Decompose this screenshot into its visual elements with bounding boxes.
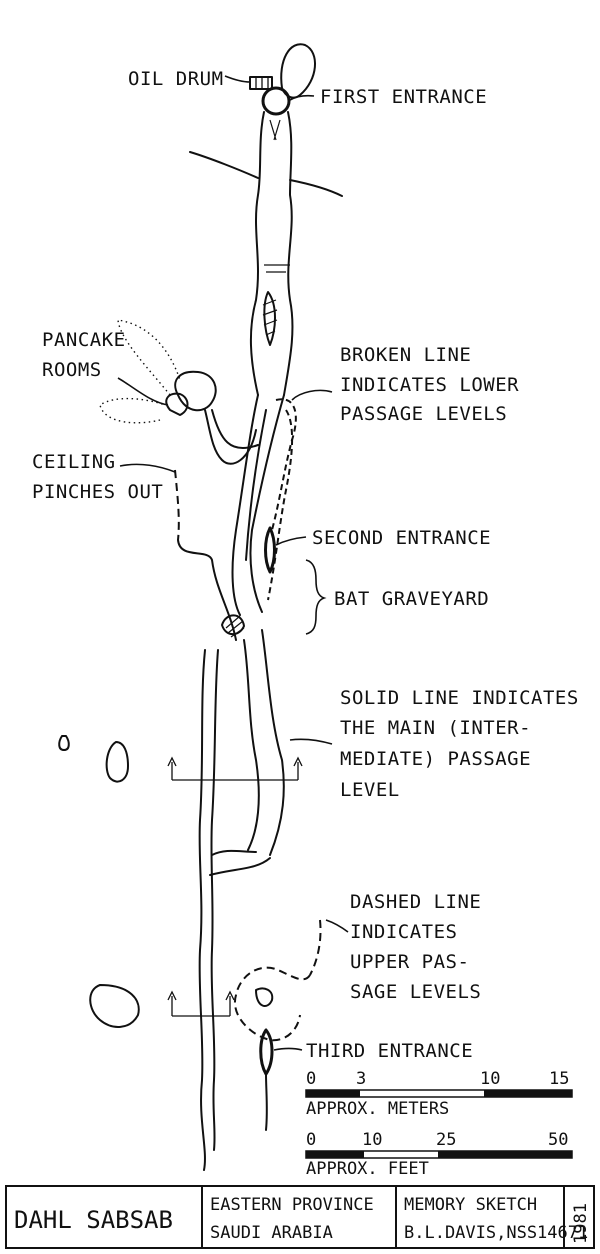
scale-meters-tick-2: 10 xyxy=(480,1069,500,1089)
label-dashed-2: INDICATES xyxy=(350,921,457,943)
scale-meters-tick-3: 15 xyxy=(549,1069,569,1089)
scale-feet-tick-2: 25 xyxy=(436,1130,456,1150)
label-third-entrance: THIRD ENTRANCE xyxy=(306,1040,473,1062)
map-labels: OIL DRUM FIRST ENTRANCE PANCAKE ROOMS BR… xyxy=(32,68,579,1062)
oil-drum-room xyxy=(280,43,317,99)
first-entrance-icon xyxy=(261,86,291,116)
scale-feet-tick-3: 50 xyxy=(548,1130,568,1150)
first-entrance-area xyxy=(249,43,317,116)
year: 1981 xyxy=(571,1203,591,1244)
label-ceiling-1: CEILING xyxy=(32,451,116,473)
bat-graveyard-brace xyxy=(305,559,327,635)
third-entrance-icon xyxy=(259,1028,274,1076)
upper-main-passage xyxy=(189,111,343,396)
scale-feet-fill-2 xyxy=(438,1151,572,1158)
label-broken-1: BROKEN LINE xyxy=(340,344,471,366)
isolated-features xyxy=(58,735,140,1028)
label-solid-4: LEVEL xyxy=(340,779,400,801)
label-solid-1: SOLID LINE INDICATES xyxy=(340,687,579,709)
label-broken-2: INDICATES LOWER xyxy=(340,374,519,396)
hatched-block-1 xyxy=(263,291,276,346)
label-pancake-1: PANCAKE xyxy=(42,329,126,351)
label-dashed-4: SAGE LEVELS xyxy=(350,981,481,1003)
title-block: DAHL SABSAB EASTERN PROVINCE SAUDI ARABI… xyxy=(5,1185,595,1249)
region-line-2: SAUDI ARABIA xyxy=(210,1223,333,1243)
central-passages xyxy=(221,394,285,638)
scale-feet-label: APPROX. FEET xyxy=(306,1159,429,1179)
isolated-room-2 xyxy=(89,984,140,1028)
label-solid-3: MEDIATE) PASSAGE xyxy=(340,748,531,770)
scale-meters-fill-2 xyxy=(484,1090,572,1097)
lower-level-passages xyxy=(267,398,297,601)
label-oil-drum: OIL DRUM xyxy=(128,68,224,90)
label-ceiling-2: PINCHES OUT xyxy=(32,481,163,503)
label-solid-2: THE MAIN (INTER- xyxy=(340,717,531,739)
label-dashed-1: DASHED LINE xyxy=(350,891,481,913)
scale-meters-fill-1 xyxy=(306,1090,360,1097)
label-bat-graveyard: BAT GRAVEYARD xyxy=(334,588,489,610)
cave-name: DAHL SABSAB xyxy=(14,1206,173,1234)
label-dashed-3: UPPER PAS- xyxy=(350,951,469,973)
leader-lines xyxy=(117,75,349,1051)
scale-meters-tick-1: 3 xyxy=(356,1069,366,1089)
label-second-entrance: SECOND ENTRANCE xyxy=(312,527,491,549)
scale-feet-tick-0: 0 xyxy=(306,1130,316,1150)
pancake-rooms xyxy=(99,319,217,424)
label-pancake-2: ROOMS xyxy=(42,359,102,381)
upper-level-passages xyxy=(233,919,322,1131)
label-first-entrance: FIRST ENTRANCE xyxy=(320,86,487,108)
isolated-room-1 xyxy=(105,741,129,783)
scale-bar-feet: 0 10 25 50 APPROX. FEET xyxy=(305,1130,573,1179)
lower-main-passages xyxy=(167,629,303,1171)
left-passage xyxy=(174,409,259,641)
scale-meters-tick-0: 0 xyxy=(306,1069,316,1089)
oil-drum-icon xyxy=(249,76,273,90)
label-broken-3: PASSAGE LEVELS xyxy=(340,403,507,425)
small-pit xyxy=(58,735,70,751)
scale-feet-tick-1: 10 xyxy=(362,1130,382,1150)
author: B.L.DAVIS,NSS14671 xyxy=(404,1223,588,1243)
region-line-1: EASTERN PROVINCE xyxy=(210,1195,374,1215)
scale-bar-meters: 0 3 10 15 APPROX. METERS xyxy=(305,1069,573,1119)
second-entrance-icon xyxy=(264,526,276,574)
sketch-type: MEMORY SKETCH xyxy=(404,1195,537,1215)
scale-meters-label: APPROX. METERS xyxy=(306,1099,449,1119)
hatched-block-2 xyxy=(221,614,245,636)
scale-feet-fill-1 xyxy=(306,1151,364,1158)
